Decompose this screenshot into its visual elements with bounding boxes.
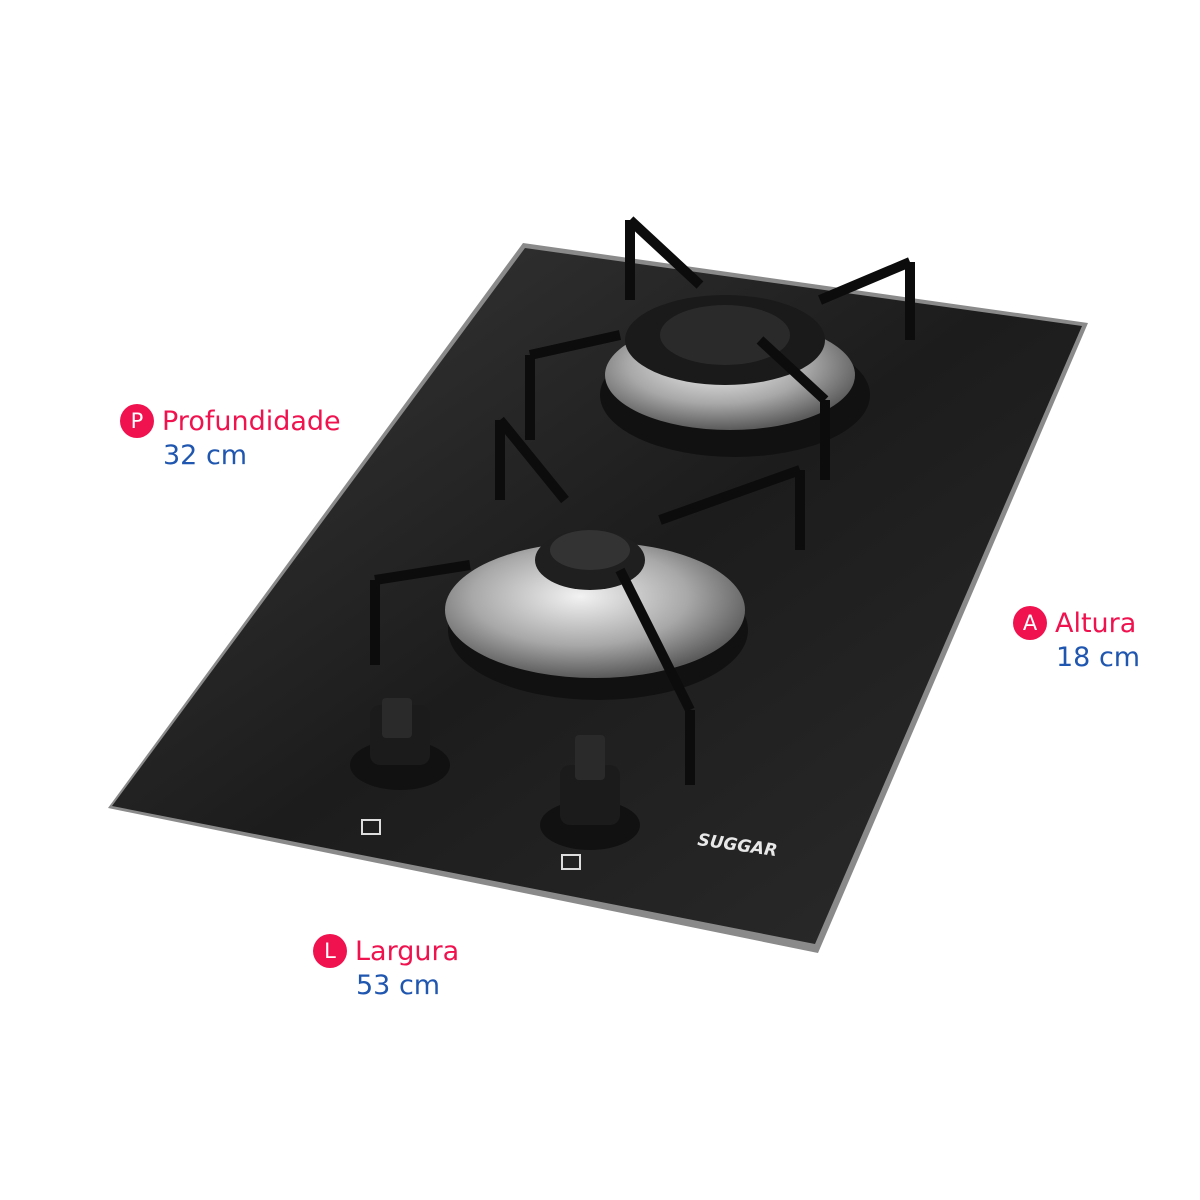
control-knob-right[interactable] [540, 735, 640, 870]
dimension-height: A Altura 18 cm [1013, 606, 1140, 673]
height-badge: A [1013, 606, 1047, 640]
height-value: 18 cm [1056, 642, 1141, 673]
dimension-depth: P Profundidade 32 cm [120, 404, 341, 471]
dimension-width: L Largura 53 cm [313, 934, 459, 1001]
front-grate [370, 416, 805, 785]
depth-value: 32 cm [163, 440, 248, 471]
width-badge: L [313, 934, 347, 968]
rear-burner [600, 295, 870, 457]
width-label: Largura [355, 935, 460, 967]
height-label: Altura [1055, 607, 1137, 639]
width-value: 53 cm [356, 970, 441, 1001]
depth-badge: P [120, 404, 154, 438]
depth-label: Profundidade [162, 405, 341, 437]
rear-grate [525, 216, 915, 480]
control-knob-left[interactable] [350, 698, 450, 835]
